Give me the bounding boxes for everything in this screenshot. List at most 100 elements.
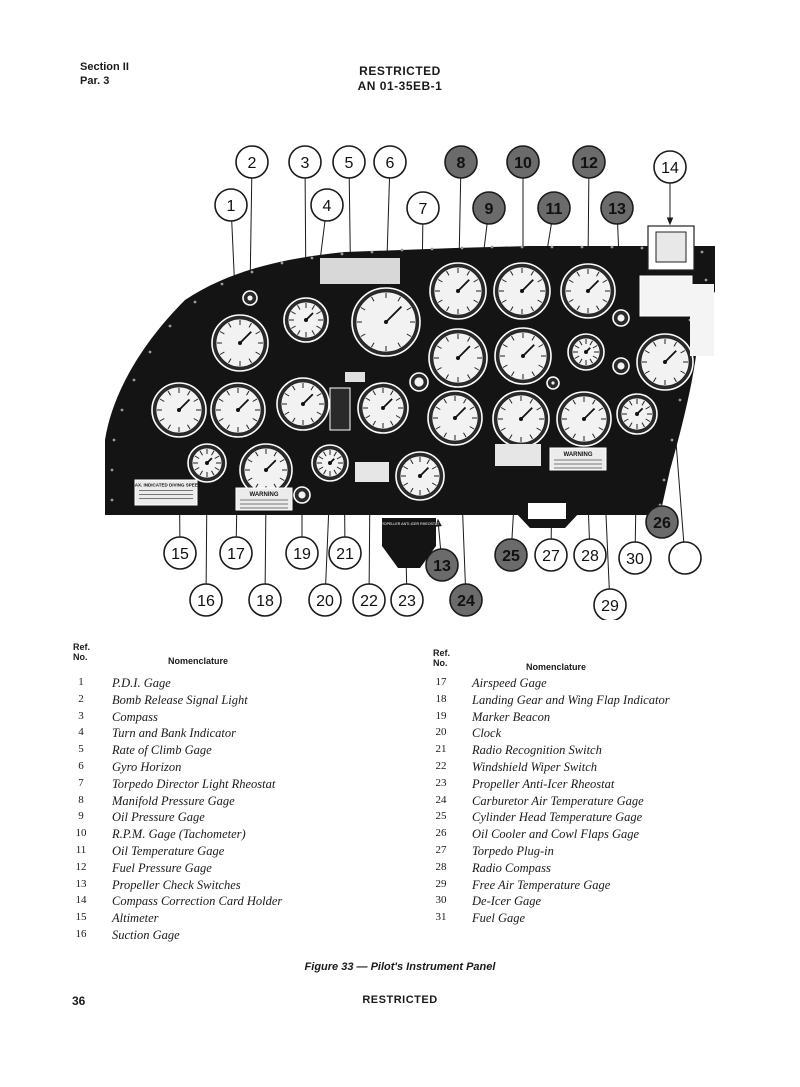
- clock: [311, 444, 349, 482]
- callout-number: 14: [661, 160, 679, 177]
- callout-24: 13: [425, 548, 459, 582]
- legend-item-name: Airspeed Gage: [472, 676, 547, 690]
- callout-number: 27: [542, 548, 560, 565]
- legend-ref-number: 29: [435, 877, 447, 890]
- legend-ref-number: 18: [435, 692, 447, 705]
- callout-number: 24: [457, 593, 475, 610]
- callout-number: 3: [301, 155, 310, 172]
- callout-number: 1: [227, 198, 236, 215]
- legend-item-name: Torpedo Director Light Rheostat: [112, 776, 276, 791]
- callout-31: [668, 541, 702, 575]
- callout-number: 6: [386, 155, 395, 172]
- document-header: RESTRICTED AN 01-35EB-1: [0, 64, 800, 94]
- legend-ref-number: 1: [78, 676, 84, 688]
- compass: [283, 297, 329, 343]
- callout-arrowhead: [666, 217, 674, 226]
- rivet: [430, 247, 434, 251]
- landing-gear-flap-indicator: [239, 443, 293, 497]
- legend-item-name: Oil Temperature Gage: [112, 843, 225, 858]
- callout-number: 5: [345, 155, 354, 172]
- callout-5: 5: [332, 145, 366, 179]
- legend-item-name: Rate of Climb Gage: [112, 743, 212, 758]
- rivet: [580, 245, 584, 249]
- oil-pressure-gage: [428, 328, 488, 388]
- section-text: Section II: [80, 61, 129, 73]
- legend-item-name: Landing Gear and Wing Flap Indicator: [472, 692, 670, 707]
- callout-30: 30: [618, 541, 652, 575]
- callout-29: 29: [593, 588, 627, 620]
- airspeed-gage: [210, 382, 266, 438]
- max-diving-speed-placard: MAX. INDICATED DIVING SPEED: [131, 479, 202, 506]
- callout-number: 18: [256, 593, 274, 610]
- manifold-pressure-gage: [429, 262, 487, 320]
- callout-number: 25: [502, 548, 520, 565]
- turn-and-bank-indicator: [276, 377, 330, 431]
- legend-item-name: Clock: [472, 726, 502, 741]
- callout-number: 20: [316, 593, 334, 610]
- callout-2: 2: [235, 145, 269, 179]
- rivet: [110, 468, 114, 472]
- callout-10: 10: [506, 145, 540, 179]
- legend-item-name: Compass: [112, 709, 158, 724]
- callout-15: 15: [163, 536, 197, 570]
- callout-28: 28: [573, 538, 607, 572]
- callout-17: 17: [219, 536, 253, 570]
- gyro-horizon: [351, 287, 421, 357]
- de-icer-gage: [616, 393, 658, 435]
- figure-caption: Figure 33 — Pilot's Instrument Panel: [304, 961, 496, 973]
- callout-13: 13: [600, 191, 634, 225]
- fuel-quantity-plate: [639, 275, 693, 317]
- legend-ref-number: 22: [435, 759, 447, 772]
- legend-ref-number: 11: [75, 843, 87, 856]
- classification-bottom: RESTRICTED: [362, 994, 438, 1006]
- legend-ref-number: 13: [75, 877, 87, 890]
- nomenclature-header: Nomenclature: [168, 656, 229, 666]
- callout-arrowhead: [435, 518, 442, 527]
- legend-ref-number: 20: [435, 726, 447, 739]
- callout-13: 26: [645, 505, 679, 539]
- oil-cooler-cowl-flaps-gage: [492, 390, 550, 448]
- rivet: [550, 245, 554, 249]
- legend-item-name: Windshield Wiper Switch: [472, 759, 597, 774]
- legend-ref-number: 30: [435, 894, 447, 907]
- legend-item-name: Free Air Temperature Gage: [472, 877, 611, 892]
- legend-item-name: Suction Gage: [112, 927, 180, 942]
- callout-18: 18: [248, 583, 282, 617]
- callout-23: 23: [390, 583, 424, 617]
- callout-9: 9: [472, 191, 506, 225]
- fuel-gage: [636, 333, 694, 391]
- rivet: [640, 246, 644, 250]
- legend-item-name: R.P.M. Gage (Tachometer): [112, 827, 246, 842]
- propeller-check-switch: [612, 309, 630, 327]
- legend-item-name: Fuel Gage: [472, 911, 526, 926]
- callout-number: 16: [197, 593, 215, 610]
- section-label: Section II Par. 3: [80, 60, 129, 88]
- legend-item-name: Fuel Pressure Gage: [112, 860, 212, 875]
- legend-item-name: Oil Pressure Gage: [112, 810, 205, 825]
- rivet: [700, 250, 704, 254]
- callout-number: 28: [581, 548, 599, 565]
- legend-item-name: Altimeter: [112, 911, 159, 926]
- legend-ref-number: 9: [78, 810, 84, 823]
- legend-ref-number: 10: [75, 827, 87, 840]
- rivet: [310, 256, 314, 260]
- carburetor-air-temp-gage: [395, 451, 445, 501]
- callout-26: 25: [494, 538, 528, 572]
- callout-4: 4: [310, 188, 344, 222]
- legend-ref-number: 23: [435, 776, 447, 789]
- callout-27: 27: [534, 538, 568, 572]
- legend-item-name: Manifold Pressure Gage: [112, 793, 235, 808]
- legend-ref-number: 27: [435, 843, 447, 856]
- marker-beacon: [293, 486, 311, 504]
- callout-number: 2: [248, 155, 257, 172]
- callout-number: 10: [514, 155, 532, 172]
- legend-item-name: Radio Compass: [472, 860, 551, 875]
- callout-number: 17: [227, 546, 245, 563]
- rivet: [678, 398, 682, 402]
- oil-temperature-gage: [494, 327, 552, 385]
- tachometer: [493, 262, 551, 320]
- callout-25: 24: [449, 583, 483, 617]
- legend-ref-number: 28: [435, 860, 447, 873]
- rivet: [112, 438, 116, 442]
- callout-number: 21: [336, 546, 354, 563]
